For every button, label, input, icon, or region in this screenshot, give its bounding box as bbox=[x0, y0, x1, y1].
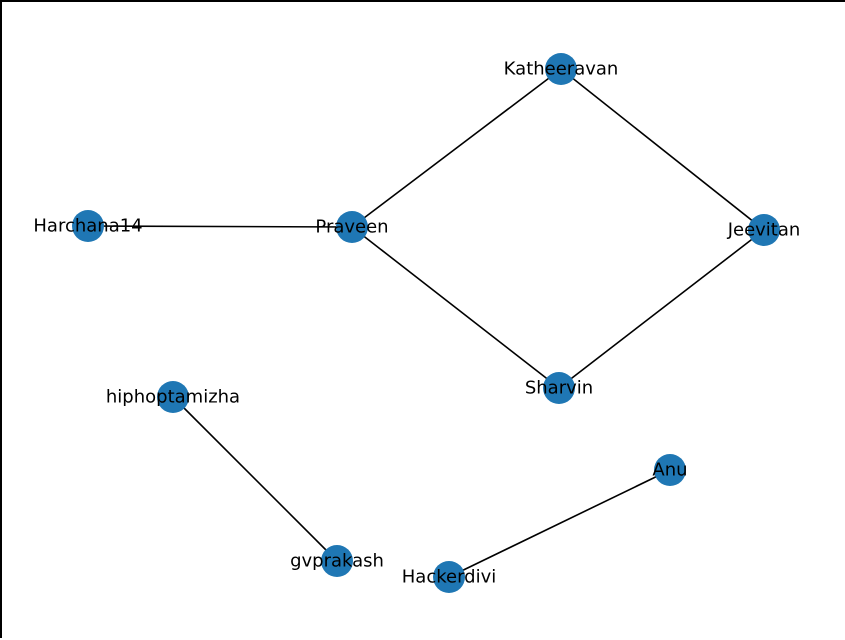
node-label-katheeravan: Katheeravan bbox=[504, 59, 619, 80]
edge-harchana14-praveen bbox=[87, 225, 353, 228]
node-jeevitan bbox=[748, 214, 780, 246]
node-label-gvprakash: gvprakash bbox=[290, 551, 384, 572]
edge-hiphoptamizha-gvprakash bbox=[172, 396, 338, 562]
node-label-jeevitan: Jeevitan bbox=[727, 220, 801, 241]
node-sharvin bbox=[543, 372, 575, 404]
node-katheeravan bbox=[545, 53, 577, 85]
node-hiphoptamizha bbox=[157, 381, 189, 413]
edge-jeevitan-sharvin bbox=[558, 229, 765, 389]
edge-praveen-katheeravan bbox=[351, 68, 562, 228]
node-label-praveen: Praveen bbox=[315, 217, 388, 238]
nodes-layer bbox=[72, 53, 780, 593]
node-label-anu: Anu bbox=[652, 460, 687, 481]
node-label-sharvin: Sharvin bbox=[525, 378, 593, 399]
node-label-harchana14: Harchana14 bbox=[33, 216, 142, 237]
edge-katheeravan-jeevitan bbox=[560, 68, 765, 231]
node-anu bbox=[654, 454, 686, 486]
node-hackerdivi bbox=[433, 561, 465, 593]
node-harchana14 bbox=[72, 210, 104, 242]
node-label-hackerdivi: Hackerdivi bbox=[402, 567, 496, 588]
node-label-hiphoptamizha: hiphoptamizha bbox=[106, 387, 240, 408]
edges-layer bbox=[87, 68, 765, 578]
edge-praveen-sharvin bbox=[351, 226, 560, 389]
node-gvprakash bbox=[321, 545, 353, 577]
edge-hackerdivi-anu bbox=[448, 469, 671, 578]
node-praveen bbox=[336, 211, 368, 243]
